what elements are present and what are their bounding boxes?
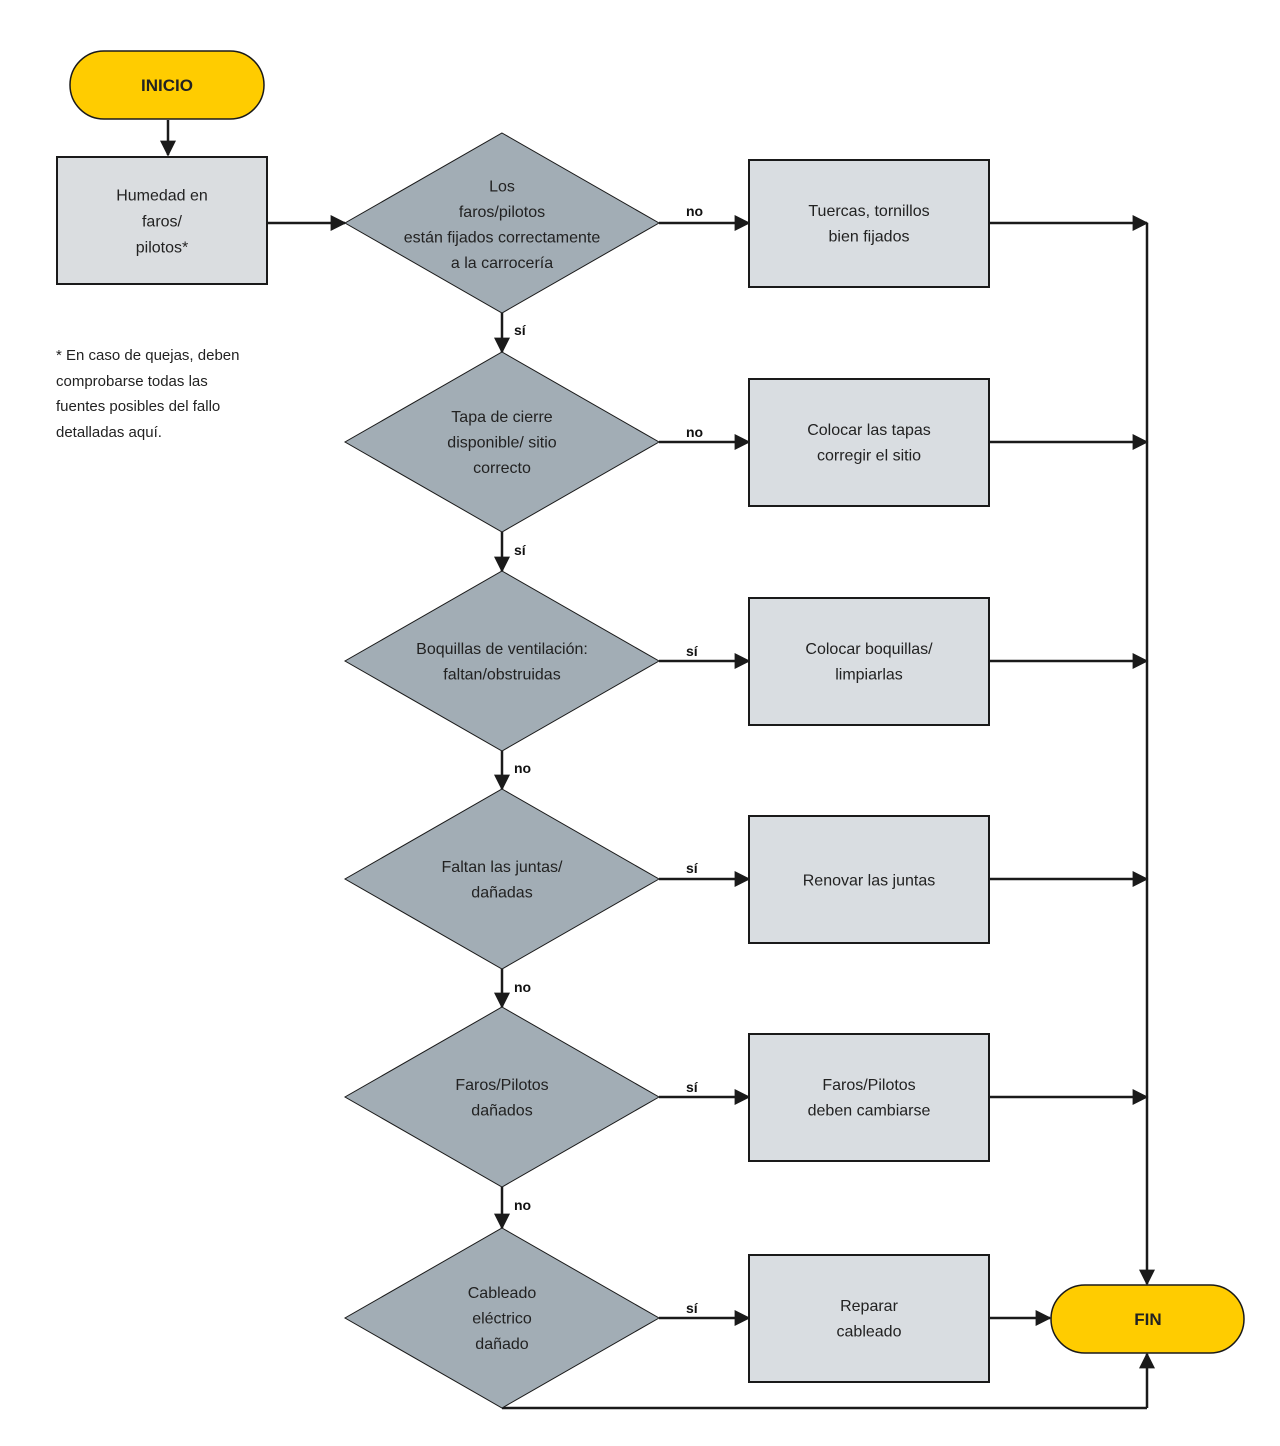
p6-label-line: Reparar	[840, 1298, 898, 1315]
p1-label: Tuercas, tornillos bien fijados	[808, 203, 929, 246]
inicio-terminal	[69, 50, 265, 120]
edge-label-d3_d4: no	[514, 760, 531, 776]
edge-label-d6_p6: sí	[686, 1300, 699, 1316]
edge-label-d5_d6: no	[514, 1197, 531, 1213]
p2-label-line: Colocar las tapas	[807, 422, 931, 439]
d3-diamond	[343, 570, 661, 752]
d4-label: Faltan las juntas/dañadas	[442, 859, 564, 902]
p5-label: Faros/Pilotos deben cambiarse	[808, 1077, 931, 1120]
p4-label-line: Renovar las juntas	[803, 873, 936, 890]
d3-label: Boquillas de ventilación: faltan/obstruid…	[416, 641, 588, 684]
d1-diamond	[343, 132, 661, 314]
p5-label-line: Faros/Pilotos	[822, 1077, 915, 1094]
p6-label-line: cableado	[837, 1323, 902, 1340]
d3-label-line: faltan/obstruidas	[443, 666, 560, 683]
d1-label-line: faros/pilotos	[459, 204, 545, 221]
nodes: INICIO Humedad en faros/pilotos* Los faros/p…	[56, 50, 1245, 1409]
d4-diamond	[343, 788, 661, 970]
d6-label-line: Cableado	[468, 1285, 537, 1302]
p5-label-line: deben cambiarse	[808, 1102, 931, 1119]
edge-label-d2_d3: sí	[514, 542, 527, 558]
footnote-line: fuentes posibles del fallo	[56, 398, 221, 415]
footnote-line: comprobarse todas las	[56, 372, 208, 390]
d5-label-line: dañados	[471, 1102, 532, 1119]
humedad-label-line: faros/	[142, 214, 183, 231]
p3-label-line: limpiarlas	[835, 666, 903, 683]
p2-box	[748, 378, 990, 507]
d2-label: Tapa de cierre disponible/ sitio correcto	[447, 409, 557, 477]
d1-label-line: a la carrocería	[451, 255, 553, 272]
edges	[160, 120, 1155, 1410]
d6-diamond	[343, 1227, 661, 1409]
d5-label: Faros/Pilotos dañados	[455, 1077, 548, 1120]
edge-label-d3_p3: sí	[686, 643, 699, 659]
d4-label-line: dañadas	[471, 884, 532, 901]
p3-box	[748, 597, 990, 726]
d5-diamond	[343, 1006, 661, 1188]
p5-box	[748, 1033, 990, 1162]
edge-label-d1_p1: no	[686, 203, 703, 219]
p1-box	[748, 159, 990, 288]
fin-label-line: FIN	[1134, 1310, 1161, 1329]
d1-label-line: están fijados correctamente	[404, 229, 601, 246]
p6-box	[748, 1254, 990, 1383]
d4-label-line: Faltan las juntas/	[442, 859, 564, 876]
inicio-label: INICIO	[141, 76, 193, 95]
d2-label-line: Tapa de cierre	[451, 409, 552, 426]
p1-label-line: Tuercas, tornillos	[808, 203, 929, 220]
p6-label: Reparar cableado	[837, 1298, 902, 1341]
edge-label-d4_p4: sí	[686, 860, 699, 876]
d1-label: Los faros/pilotos están fijados correctame…	[404, 178, 601, 272]
edge-label-d1_d2: sí	[514, 322, 527, 338]
d2-diamond	[343, 351, 661, 533]
p2-label-line: corregir el sitio	[817, 447, 921, 464]
footnote-line: detalladas aquí.	[56, 423, 162, 441]
p3-label: Colocar boquillas/limpiarlas	[805, 641, 933, 684]
d2-label-line: disponible/ sitio	[447, 435, 557, 452]
d6-label-line: dañado	[475, 1336, 528, 1353]
p1-label-line: bien fijados	[829, 228, 910, 245]
humedad-label: Humedad en faros/pilotos*	[116, 188, 208, 257]
footnote: * En caso de quejas, deben comprobarse t…	[56, 343, 316, 445]
d3-label-line: Boquillas de ventilación:	[416, 641, 588, 658]
p3-label-line: Colocar boquillas/	[805, 641, 933, 658]
d5-label-line: Faros/Pilotos	[455, 1077, 548, 1094]
p4-label: Renovar las juntas	[803, 873, 936, 890]
fin-terminal	[1050, 1284, 1245, 1354]
d6-label: Cableado eléctrico dañado	[468, 1285, 537, 1353]
d1-label-line: Los	[489, 178, 515, 195]
d2-label-line: correcto	[473, 460, 531, 477]
fin-label: FIN	[1134, 1310, 1161, 1329]
inicio-label-line: INICIO	[141, 76, 193, 95]
edge-label-d2_p2: no	[686, 424, 703, 440]
edge-label-d5_p5: sí	[686, 1079, 699, 1095]
p4-box	[748, 815, 990, 944]
humedad-box	[56, 156, 268, 285]
edge-label-d4_d5: no	[514, 979, 531, 995]
edge-labels: no no sí sí sí sí sí sí no no no	[514, 203, 703, 1316]
humedad-label-line: Humedad en	[116, 188, 208, 205]
d6-label-line: eléctrico	[472, 1311, 532, 1328]
humedad-label-line: pilotos*	[136, 240, 188, 257]
footnote-line: * En caso de quejas, deben	[56, 347, 240, 364]
p2-label: Colocar las tapas corregir el sitio	[807, 422, 931, 465]
